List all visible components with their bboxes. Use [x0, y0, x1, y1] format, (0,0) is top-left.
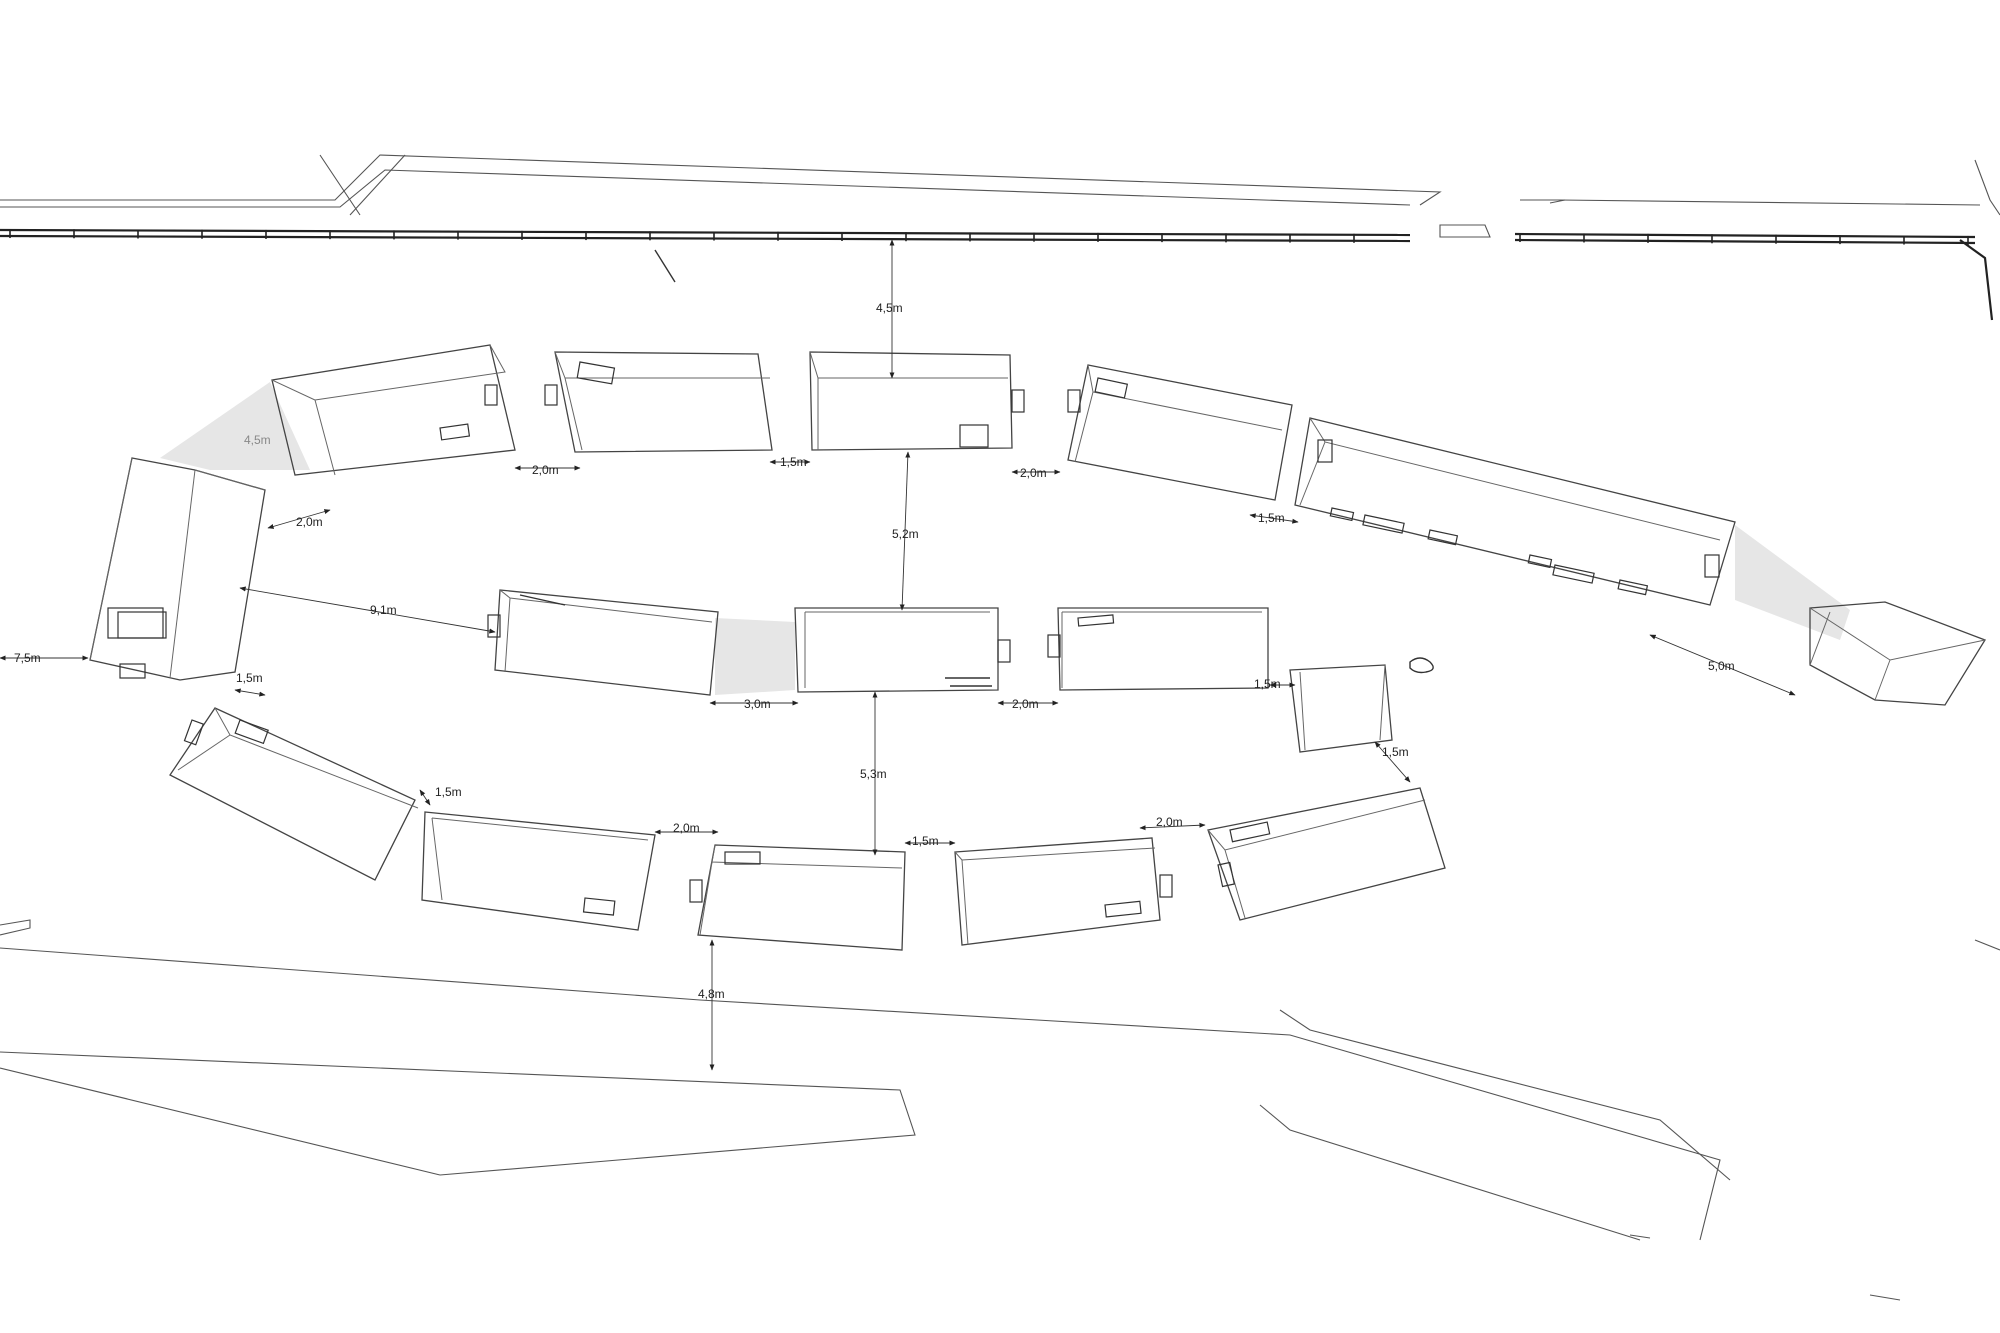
container-left-vertical — [89, 457, 266, 681]
container-top-4 — [1067, 364, 1293, 501]
container-bottom-4 — [954, 837, 1173, 946]
dim-corner-tunnel: 4,5m — [244, 433, 271, 447]
tunnel-corner — [160, 382, 310, 470]
container-small-square — [1289, 664, 1393, 753]
dim-right-tunnel: 5,0m — [1708, 659, 1735, 673]
dim-middle-gap-3: 1,5m — [1254, 677, 1281, 691]
container-top-3 — [809, 351, 1025, 451]
dim-right-small-gap: 1,5m — [1382, 745, 1409, 759]
container-middle-2 — [794, 607, 1011, 693]
dim-top-to-middle: 5,2m — [892, 527, 919, 541]
dim-left-to-middle: 9,1m — [370, 603, 397, 617]
tunnel-middle — [715, 618, 795, 695]
dim-middle-gap-1: 3,0m — [744, 697, 771, 711]
dim-left-bottom-gap: 1,5m — [236, 671, 263, 685]
container-top-1 — [271, 344, 516, 476]
tunnels — [160, 382, 1850, 695]
container-middle-3 — [1047, 607, 1269, 691]
container-top-2 — [544, 351, 773, 453]
containers — [89, 344, 1986, 951]
dim-gap-top-2: 1,5m — [780, 455, 807, 469]
dim-gap-top-4: 1,5m — [1258, 511, 1285, 525]
container-bottom-2 — [421, 811, 656, 931]
container-middle-1 — [487, 589, 719, 696]
dim-middle-gap-2: 2,0m — [1012, 697, 1039, 711]
dim-middle-to-bottom: 5,3m — [860, 767, 887, 781]
fence — [0, 228, 1994, 321]
dimension-labels: 4,5m 4,5m 2,0m 2,0m 1,5m 2,0m 1,5m 5,2m … — [14, 301, 1735, 1001]
container-bottom-3 — [689, 844, 906, 951]
container-bottom-5 — [1207, 787, 1446, 921]
dimension-lines — [0, 239, 1796, 1071]
dim-gap-bottom-2: 2,0m — [673, 821, 700, 835]
container-right-end — [1809, 601, 1986, 706]
dim-bottom-to-road: 4,8m — [698, 987, 725, 1001]
dim-gap-top-3: 2,0m — [1020, 466, 1047, 480]
dim-gap-top-1: 2,0m — [532, 463, 559, 477]
tunnel-right — [1735, 525, 1850, 640]
dim-gap-bottom-4: 2,0m — [1156, 815, 1183, 829]
container-top-5-long — [1294, 417, 1736, 606]
bottom-road — [0, 919, 2000, 1301]
dim-left-gap-top: 2,0m — [296, 515, 323, 529]
small-object — [1409, 657, 1434, 674]
dim-gap-bottom-3: 1,5m — [912, 834, 939, 848]
dim-fence-to-top-row: 4,5m — [876, 301, 903, 315]
dim-left-edge: 7,5m — [14, 651, 41, 665]
top-road — [0, 154, 2000, 238]
dim-gap-bottom-1: 1,5m — [435, 785, 462, 799]
container-bottom-1 — [169, 707, 419, 881]
